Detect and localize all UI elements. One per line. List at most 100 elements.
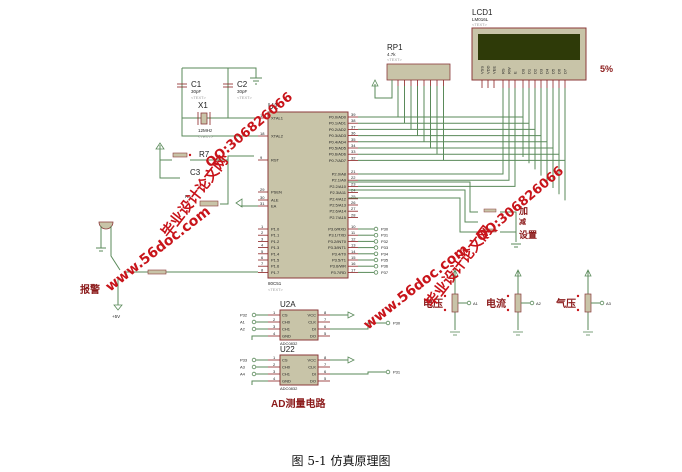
key-buttons: 加 减 设置 [348, 181, 537, 248]
sensor-output-label: A2 [536, 301, 542, 306]
u1-pin-num: 17 [351, 267, 356, 272]
p3-net-label: P31 [381, 233, 389, 238]
r5-ref: R5 [185, 194, 191, 199]
adc-output-label: P30 [393, 321, 401, 326]
u1-pin-num: 28 [351, 212, 356, 217]
u1-pin-name: P0.3/AD3 [329, 133, 347, 138]
adc-pin-num: 8 [324, 355, 327, 360]
lcd-pin-name: E [513, 71, 518, 74]
u1-pin-name: P1.1 [271, 233, 280, 238]
terminal-icon [373, 257, 379, 263]
u1-pin-name: P3.6/WR [330, 264, 346, 269]
power-icon [235, 198, 243, 208]
lcd-pin-name: D1 [527, 68, 532, 74]
u1-pin-num: 3 [261, 236, 264, 241]
u1-pin-num: 2 [261, 230, 264, 235]
terminal-icon [385, 369, 391, 375]
dot [506, 294, 510, 298]
c2-text: <TEXT> [237, 95, 253, 100]
u1-pin-num: 22 [351, 175, 356, 180]
c2-value: 30pF [237, 89, 248, 94]
rp1-resistor-pack: RP1 4.7k <TEXT> [371, 43, 451, 161]
u1-pin-num: 18 [260, 131, 265, 136]
buzzer-icon [98, 221, 114, 230]
u1-pin-num: 16 [351, 261, 356, 266]
lcd-pin-name: RW [507, 67, 512, 74]
u1-value: 80C51 [268, 281, 282, 286]
u1-pin-name: P3.1/TXD [329, 233, 346, 238]
adc-pin-num: 7 [324, 362, 327, 367]
u1-pin-num: 29 [260, 187, 265, 192]
lcd-pin-name: D5 [551, 68, 556, 74]
lcd-pin-name: RS [501, 68, 506, 74]
terminal-icon [373, 264, 379, 269]
oscillator-circuit: C1 30pF <TEXT> C2 30pF <TEXT> X1 12MHz <… [177, 67, 262, 139]
terminal-icon [373, 270, 379, 275]
terminal-icon [385, 320, 391, 326]
u1-pin-name: P1.3 [271, 245, 280, 250]
adc-pin-num: 1 [273, 355, 276, 360]
sensor-label: 电流 [486, 297, 506, 310]
adc-pin-num: 3 [273, 369, 276, 374]
adc-out-wire [330, 322, 386, 330]
sensor-output-label: A3 [606, 301, 612, 306]
u1-pin-num: 13 [351, 243, 356, 248]
lcd-ctrl-wire [358, 88, 516, 187]
u1-text: <TEXT> [268, 287, 284, 292]
lcd-pin-name: VSS [480, 66, 485, 74]
adc-pin-num: 7 [324, 317, 327, 322]
ad-circuit-label: AD测量电路 [271, 397, 326, 410]
u1-pin-num: 30 [260, 195, 265, 200]
set-button-icon[interactable] [483, 228, 497, 233]
u1-pin-num: 6 [261, 255, 264, 260]
power-icon [347, 311, 355, 319]
u1-pin-name: P0.4/AD4 [329, 139, 347, 144]
u1-pin-num: 34 [351, 143, 356, 148]
dot [443, 308, 447, 312]
u1-pin-num: 38 [351, 118, 356, 123]
u1-pin-name: XTAL1 [271, 116, 284, 121]
lcd-pin-name: D4 [545, 68, 550, 74]
adc-pin-name: VCC [308, 313, 317, 318]
add-button-icon[interactable] [483, 208, 497, 213]
u1-pin-name: P1.0 [271, 227, 280, 232]
adc-input-label: A3 [240, 365, 246, 370]
adc-input-label: A1 [240, 320, 246, 325]
u1-pin-name: P1.5 [271, 258, 280, 263]
c1-value: 30pF [191, 89, 202, 94]
adc-pin-num: 4 [273, 376, 276, 381]
terminal-icon [466, 300, 472, 306]
power-icon [584, 269, 592, 277]
lcd-percent: 5% [600, 64, 613, 74]
p3-net-label: P36 [381, 264, 389, 269]
u1-pin-num: 27 [351, 206, 356, 211]
p3-net-label: P37 [381, 270, 389, 275]
p3-net-label: P30 [381, 227, 389, 232]
c2-ref: C2 [237, 80, 248, 89]
power-icon [514, 269, 522, 277]
power-icon [451, 269, 459, 277]
lcd-pin-name: D0 [521, 68, 526, 74]
set-label: 设置 [519, 229, 537, 240]
sensor-label: 气压 [555, 297, 576, 310]
adc-pin-name: CH1 [282, 327, 291, 332]
c1-ref: C1 [191, 80, 202, 89]
lcd-ref: LCD1 [472, 8, 493, 17]
u1-pin-num: 37 [351, 124, 356, 129]
terminal-icon [251, 357, 257, 363]
u1-pin-name: P0.0/AD0 [329, 115, 347, 120]
terminal-icon [251, 326, 257, 332]
rp1-value: 4.7k [387, 52, 396, 57]
reset-button-icon[interactable] [172, 152, 188, 158]
adc-pin-name: CLK [308, 365, 316, 370]
adc-pin-num: 6 [324, 324, 327, 329]
u1-pin-name: P3.2/INT0 [328, 239, 347, 244]
terminal-icon [251, 364, 257, 370]
adc-pin-name: DO [310, 334, 316, 339]
u1-pin-name: P0.1/AD1 [329, 121, 347, 126]
terminal-icon [529, 300, 535, 306]
adc-pin-num: 2 [273, 317, 276, 322]
u1-pin-name: EA [271, 204, 277, 209]
terminal-icon [373, 226, 379, 232]
adc-pin-num: 5 [324, 331, 327, 336]
